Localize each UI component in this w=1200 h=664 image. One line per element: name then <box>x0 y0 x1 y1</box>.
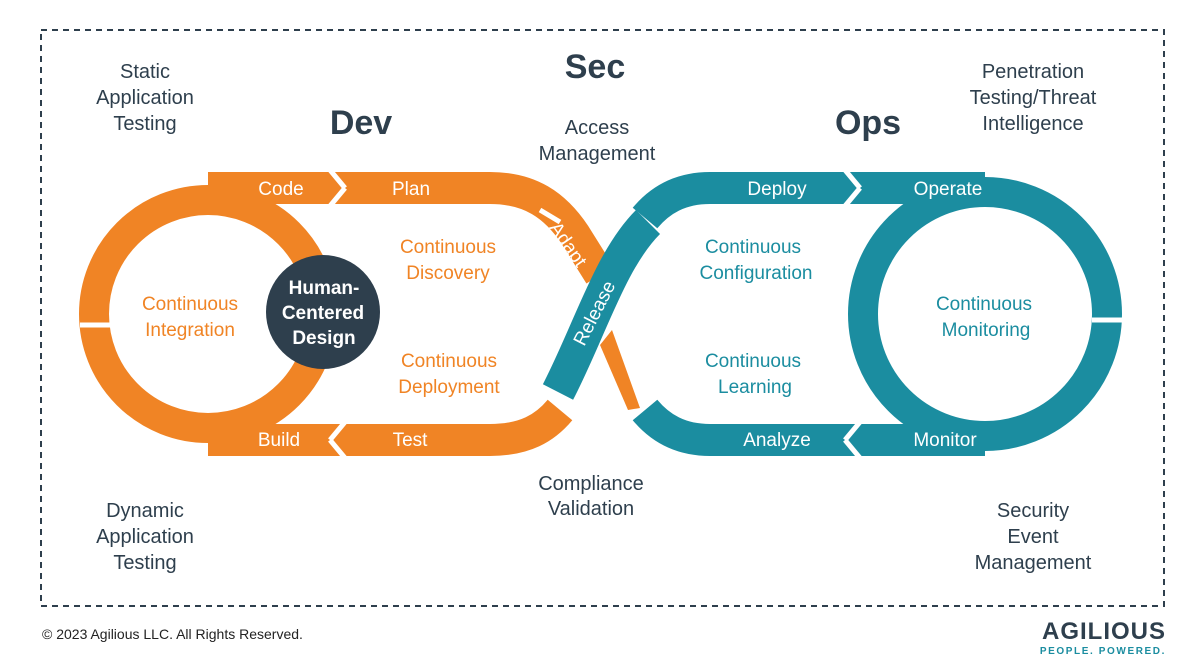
continuous-learning-label: Continuous Learning <box>705 351 801 398</box>
copyright-footer: © 2023 Agilious LLC. All Rights Reserved… <box>42 626 303 642</box>
svg-text:Deployment: Deployment <box>398 377 500 398</box>
heading-sec: Sec <box>565 48 626 86</box>
svg-text:Continuous: Continuous <box>936 294 1032 315</box>
corner-bottom-right: Security Event Management <box>975 500 1092 574</box>
stage-operate: Operate <box>914 179 983 200</box>
compliance-validation-label: Compliance Validation <box>538 473 644 520</box>
svg-text:Continuous: Continuous <box>401 351 497 372</box>
dev-bottom-band <box>208 399 573 456</box>
svg-text:Monitoring: Monitoring <box>942 320 1031 341</box>
ops-top-band <box>632 172 985 229</box>
dashed-frame <box>40 29 1165 607</box>
logo-name: AGILIOUS <box>1041 618 1166 645</box>
svg-text:Dynamic: Dynamic <box>106 500 184 522</box>
corner-top-left: Static Application Testing <box>96 61 194 135</box>
svg-text:Human-: Human- <box>289 278 360 299</box>
svg-text:Integration: Integration <box>145 320 235 341</box>
human-centered-design-circle <box>266 255 380 369</box>
svg-text:Access: Access <box>565 117 629 139</box>
svg-text:Design: Design <box>292 328 355 349</box>
continuous-integration-label: Continuous Integration <box>142 294 238 341</box>
continuous-monitoring-label: Continuous Monitoring <box>936 294 1032 341</box>
human-centered-design-label: Human- Centered Design <box>282 278 364 349</box>
heading-dev: Dev <box>330 104 392 142</box>
release-band <box>542 209 661 400</box>
svg-text:Testing: Testing <box>113 113 176 135</box>
svg-text:Continuous: Continuous <box>705 237 801 258</box>
svg-text:Continuous: Continuous <box>705 351 801 372</box>
continuous-deployment-label: Continuous Deployment <box>398 351 500 398</box>
svg-text:Testing/Threat: Testing/Threat <box>970 87 1097 109</box>
svg-text:Validation: Validation <box>548 498 634 520</box>
access-management-label: Access Management <box>539 117 656 165</box>
svg-text:Management: Management <box>975 552 1092 574</box>
stage-analyze: Analyze <box>743 430 811 451</box>
stage-plan: Plan <box>392 179 430 200</box>
stage-deploy: Deploy <box>747 179 807 200</box>
heading-ops: Ops <box>835 104 901 142</box>
svg-text:Centered: Centered <box>282 303 364 324</box>
stage-test: Test <box>393 430 429 451</box>
svg-text:Continuous: Continuous <box>142 294 238 315</box>
corner-top-right: Penetration Testing/Threat Intelligence <box>970 61 1097 135</box>
svg-text:Learning: Learning <box>718 377 792 398</box>
agilious-logo: AGILIOUS PEOPLE. POWERED. <box>1040 618 1166 657</box>
corner-bottom-left: Dynamic Application Testing <box>96 500 194 574</box>
stage-monitor: Monitor <box>913 430 977 451</box>
svg-text:Application: Application <box>96 526 194 548</box>
dev-crossover-piece <box>600 330 640 410</box>
svg-text:Compliance: Compliance <box>538 473 644 495</box>
svg-text:Intelligence: Intelligence <box>982 113 1083 135</box>
svg-text:Management: Management <box>539 143 656 165</box>
svg-text:Continuous: Continuous <box>400 237 496 258</box>
svg-text:Discovery: Discovery <box>406 263 490 284</box>
svg-text:Security: Security <box>997 500 1069 522</box>
svg-text:Static: Static <box>120 61 170 83</box>
continuous-discovery-label: Continuous Discovery <box>400 237 496 284</box>
svg-text:Application: Application <box>96 87 194 109</box>
svg-text:Penetration: Penetration <box>982 61 1084 83</box>
ops-bottom-band <box>632 399 985 456</box>
stage-build: Build <box>258 430 300 451</box>
svg-text:Testing: Testing <box>113 552 176 574</box>
continuous-configuration-label: Continuous Configuration <box>699 237 812 284</box>
svg-text:Configuration: Configuration <box>699 263 812 284</box>
logo-tagline: PEOPLE. POWERED. <box>1039 646 1166 657</box>
svg-text:Event: Event <box>1007 526 1059 548</box>
stage-code: Code <box>258 179 303 200</box>
stage-separators <box>80 168 1122 460</box>
dev-top-band <box>208 172 614 284</box>
